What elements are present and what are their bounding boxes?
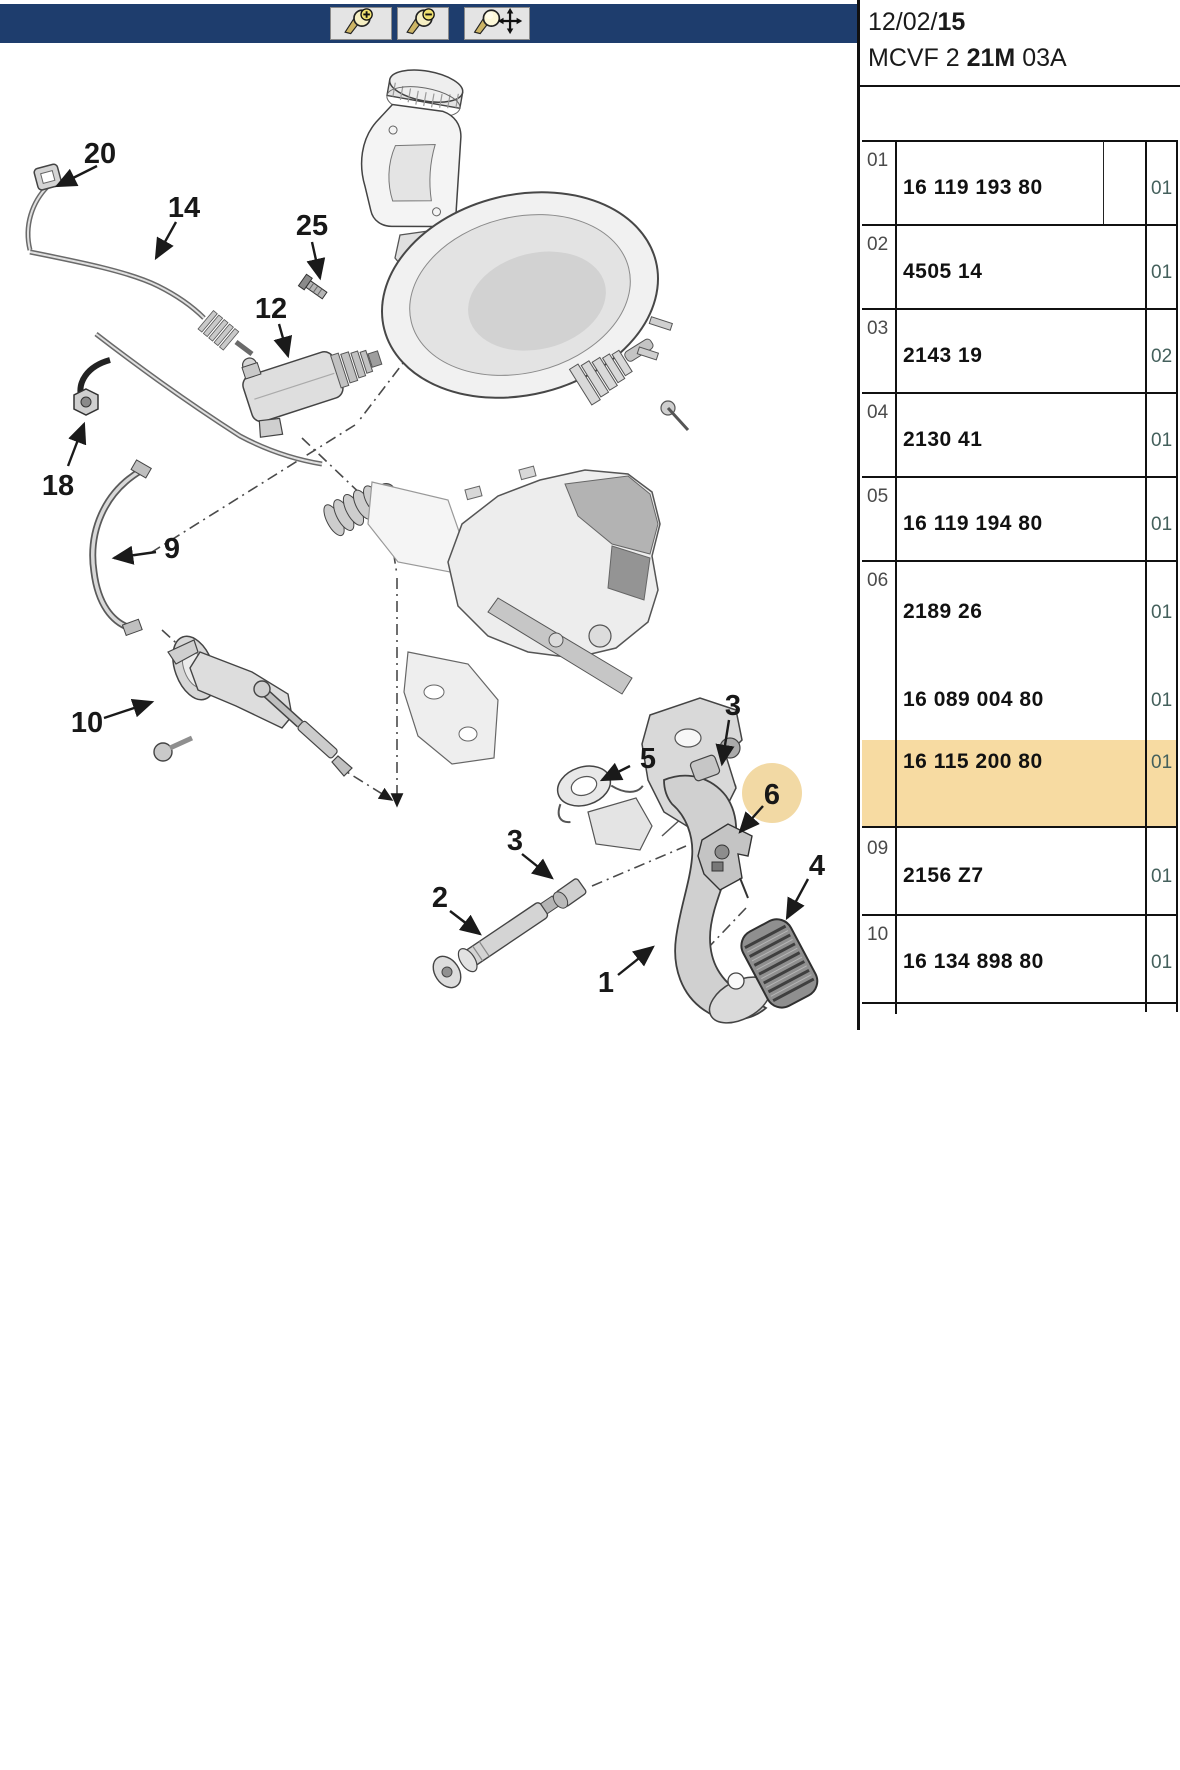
qty-column-border [1145,140,1147,1012]
construction-lines [151,294,747,951]
zoom-in-button[interactable] [330,7,392,40]
toolbar [0,4,857,43]
part-qty: 01 [1151,952,1173,973]
gearbox [367,465,661,765]
pedal-pad [740,918,819,1009]
table-border [862,560,1178,562]
callout-label: 1 [598,967,614,999]
rod-bushing [552,878,587,909]
zoom-pan-icon [471,7,523,40]
part-qty: 01 [1151,866,1173,887]
part-qty: 01 [1151,514,1173,535]
panel-divider [857,0,860,1030]
table-border [862,826,1178,828]
callout-label: 3 [725,690,741,722]
callout-label: 14 [168,192,200,224]
row-index: 10 [867,924,889,945]
part-qty: 02 [1151,346,1173,367]
part-ref[interactable]: 16 134 898 80 [903,950,1044,973]
master-cylinder [153,635,353,777]
part-qty: 01 [1151,690,1173,711]
catalog-code-label: MCVF 2 21M 03A [868,44,1067,72]
table-border [862,224,1178,226]
grommet [73,388,99,416]
callout-label: 20 [84,138,116,170]
fluid-reservoir [360,69,464,228]
table-border [862,1002,1178,1004]
zoom-out-button[interactable] [397,7,449,40]
callout-label: 12 [255,293,287,325]
part-ref[interactable]: 2189 26 [903,600,983,623]
part-ref[interactable]: 2130 41 [903,428,983,451]
callout-label: 25 [296,210,328,242]
callout-label-highlighted: 6 [764,779,780,811]
highlight-band [862,740,1178,826]
callout-label: 9 [164,533,180,565]
part-ref[interactable]: 16 119 193 80 [903,176,1043,199]
row-index: 04 [867,402,889,423]
pedal-rod [432,895,560,989]
callout-leaders [54,164,810,976]
bolt [297,273,328,300]
table-right-border [1176,140,1178,1012]
part-ref[interactable]: 2156 Z7 [903,864,984,887]
table-border [862,140,1178,142]
zoom-out-icon [403,7,443,40]
zoom-in-icon [341,7,381,40]
clutch-pipe [25,184,323,467]
date-label: 12/02/15 [868,8,966,36]
ref-column-border [1103,141,1104,224]
row-index: 06 [867,570,889,591]
callout-label: 4 [809,850,825,882]
callout-label: 2 [432,882,448,914]
header-rule [858,85,1180,87]
brake-booster [381,191,690,432]
part-ref[interactable]: 4505 14 [903,260,983,283]
callout-label: 3 [507,825,523,857]
row-index: 09 [867,838,889,859]
callout-highlight-circle [742,763,802,823]
table-border [862,476,1178,478]
callout-label: 5 [640,743,656,775]
callout-label: 10 [71,707,103,739]
part-ref[interactable]: 16 119 194 80 [903,512,1043,535]
index-column-border [895,140,897,1014]
table-border [862,308,1178,310]
part-qty: 01 [1151,602,1173,623]
row-index: 02 [867,234,889,255]
pipe-clip [33,163,63,191]
table-border [862,392,1178,394]
part-ref-highlighted[interactable]: 16 115 200 80 [903,750,1043,773]
release-bearing [556,765,644,824]
row-index: 05 [867,486,889,507]
part-qty: 01 [1151,430,1173,451]
callout-label: 18 [42,470,74,502]
part-ref[interactable]: 16 089 004 80 [903,688,1044,711]
zoom-pan-button[interactable] [464,7,530,40]
part-qty: 01 [1151,262,1173,283]
part-qty: 01 [1151,178,1173,199]
table-border [862,914,1178,916]
part-qty: 01 [1151,752,1173,773]
parts-diagram: 20 14 25 12 18 9 10 3 5 6 3 2 1 4 [25,69,825,1024]
row-index: 03 [867,318,889,339]
clutch-hose [89,459,152,637]
slave-cylinder [241,349,383,438]
row-index: 01 [867,150,889,171]
part-ref[interactable]: 2143 19 [903,344,983,367]
